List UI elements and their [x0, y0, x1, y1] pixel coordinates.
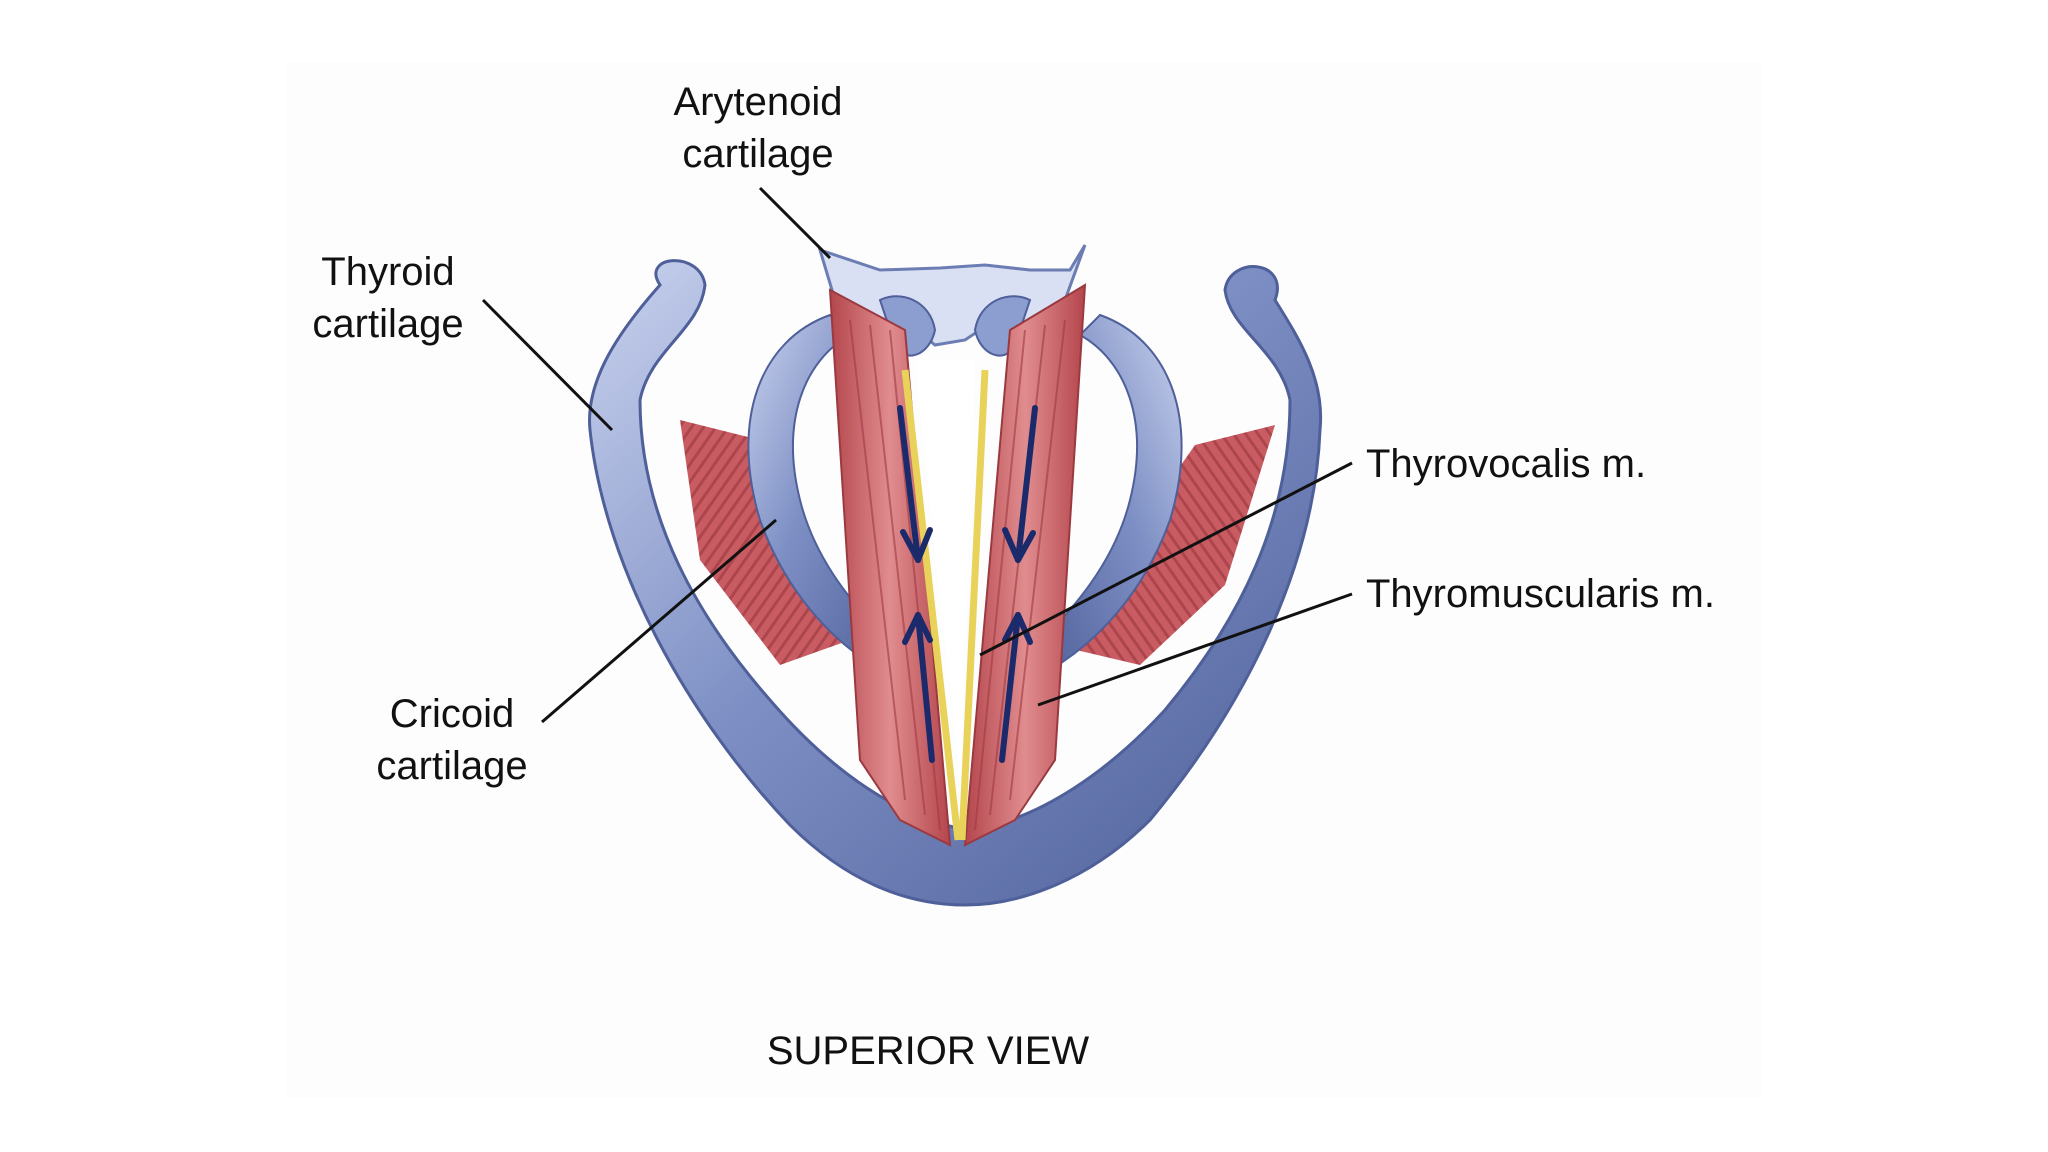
arrow-left-up	[915, 612, 935, 763]
vocal-fold-muscle-right	[963, 283, 1087, 847]
label-line: Thyroid	[321, 250, 455, 294]
leader-thyroid	[481, 298, 614, 432]
label-line: Cricoid	[389, 692, 515, 736]
caption-superior-view: SUPERIOR VIEW	[708, 1025, 1148, 1077]
fiber-line	[849, 319, 906, 801]
leader-thyrovocalis	[979, 461, 1353, 657]
vocal-fold-muscle-left	[828, 288, 952, 847]
arrow-left-down	[897, 405, 921, 563]
leader-thyromuscularis	[1037, 592, 1353, 707]
thyroid-cartilage-shape	[588, 259, 1323, 907]
label-line: Thyrovocalis m.	[1366, 442, 1647, 486]
arrow-right-up-head	[1002, 612, 1033, 645]
arrow-left-down-head	[900, 527, 933, 563]
vocal-ligament-left	[901, 369, 962, 841]
glottis	[915, 360, 975, 780]
label-cricoid-cartilage: Cricoid cartilage	[352, 688, 552, 792]
fiber-line	[869, 324, 926, 816]
caption-text: SUPERIOR VIEW	[766, 1029, 1090, 1073]
label-thyrovocalis: Thyrovocalis m.	[1366, 438, 1646, 490]
label-line: cartilage	[312, 302, 464, 346]
vocal-ligament-right	[958, 369, 989, 841]
fiber-line	[974, 329, 1026, 831]
label-arytenoid-cartilage: Arytenoid cartilage	[638, 76, 878, 180]
arrow-right-up	[999, 612, 1021, 763]
arrow-right-down	[1015, 405, 1038, 563]
arrow-left-up-head	[902, 612, 933, 645]
fiber-line	[1009, 319, 1066, 801]
label-thyromuscularis: Thyromuscularis m.	[1366, 568, 1715, 620]
leader-arytenoid	[758, 186, 832, 260]
arrow-right-down-head	[1002, 527, 1036, 563]
label-line: cartilage	[682, 132, 834, 176]
label-thyroid-cartilage: Thyroid cartilage	[288, 246, 488, 350]
leader-cricoid	[541, 518, 777, 724]
label-line: Arytenoid	[673, 80, 843, 124]
label-line: cartilage	[376, 744, 528, 788]
label-line: Thyromuscularis m.	[1366, 572, 1715, 616]
